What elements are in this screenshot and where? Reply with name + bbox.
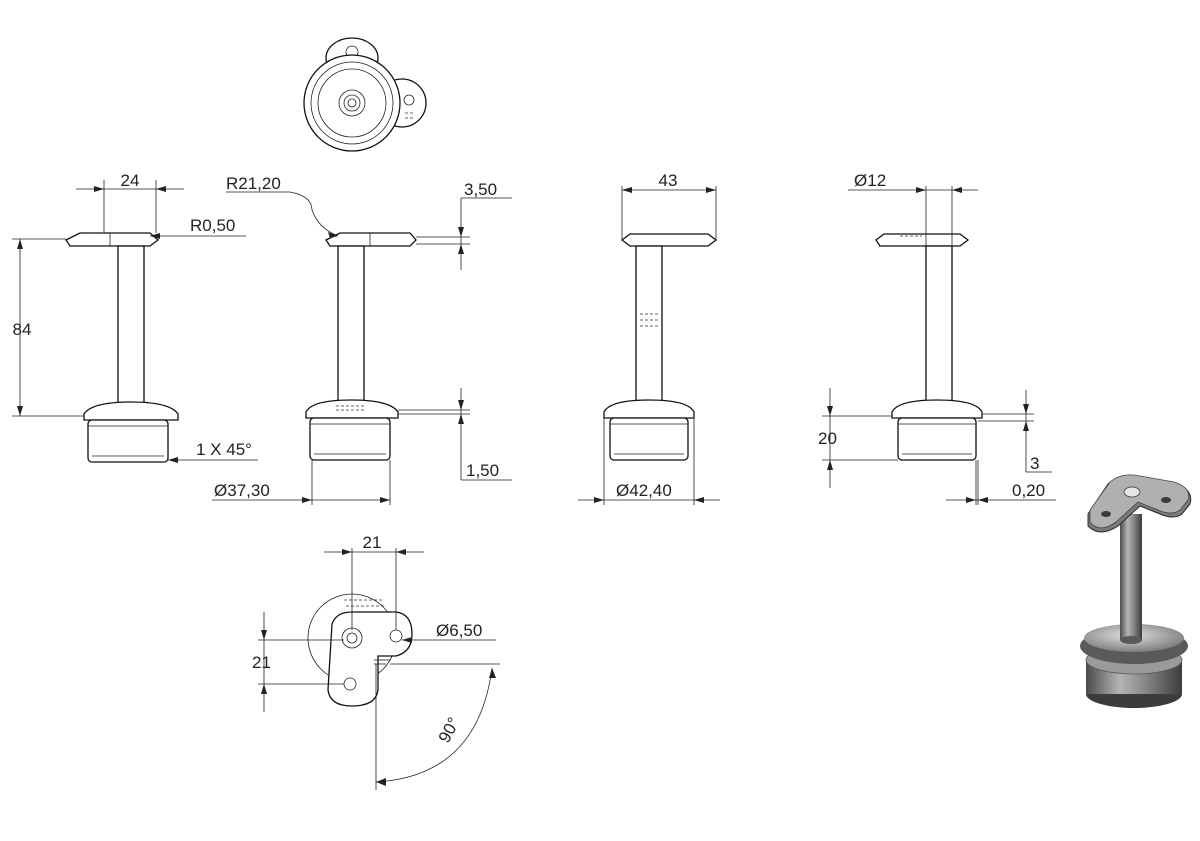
dim-text-350: 3,50 [464,180,497,199]
dim-text-84: 84 [13,320,32,339]
dim-text-r2120: R21,20 [226,174,281,193]
dim-chamfer: 1 X 45° [168,440,258,463]
dim-3: 3 [978,390,1052,473]
dim-84: 84 [12,238,84,417]
dim-text-r050: R0,50 [190,216,235,235]
dim-text-20: 20 [818,429,837,448]
dim-text-21-side: 21 [252,653,271,672]
dim-text-dia12: Ø12 [854,171,886,190]
dim-text-angle90: 90° [435,714,464,746]
dim-24: 24 [76,171,184,233]
dim-text-chamfer: 1 X 45° [196,440,252,459]
elevation-view-1 [65,232,179,463]
dim-text-dia650: Ø6,50 [436,621,482,640]
dim-r2120: R21,20 [226,174,339,238]
dim-angle90: 90° [375,663,500,790]
dim-text-21-top: 21 [363,533,382,552]
dim-020: 0,20 [946,460,1056,505]
dim-text-43: 43 [659,171,678,190]
dim-text-020: 0,20 [1012,481,1045,500]
dim-text-24: 24 [121,171,140,190]
dim-150: 1,50 [398,388,512,481]
dim-text-150: 1,50 [466,461,499,480]
dim-dia12: Ø12 [848,171,978,246]
dim-text-dia4240: Ø42,40 [616,481,672,500]
elevation-view-2 [305,232,417,461]
dim-text-dia3730: Ø37,30 [214,481,270,500]
dim-dia4240: Ø42,40 [578,418,720,505]
dim-r050: R0,50 [150,216,246,239]
dim-dia650: Ø6,50 [402,621,496,643]
elevation-view-4 [875,233,983,461]
dim-350: 3,50 [416,180,512,270]
elevation-view-3 [603,233,718,461]
dim-21-side: 21 [252,612,344,712]
dim-20: 20 [818,388,898,488]
dim-43: 43 [621,171,717,240]
dim-text-3: 3 [1030,454,1039,473]
top-plan-view [303,37,427,152]
isometric-product-view [1080,474,1192,708]
dim-21-top: 21 [324,533,424,630]
dim-dia3730: Ø37,30 [212,460,391,505]
